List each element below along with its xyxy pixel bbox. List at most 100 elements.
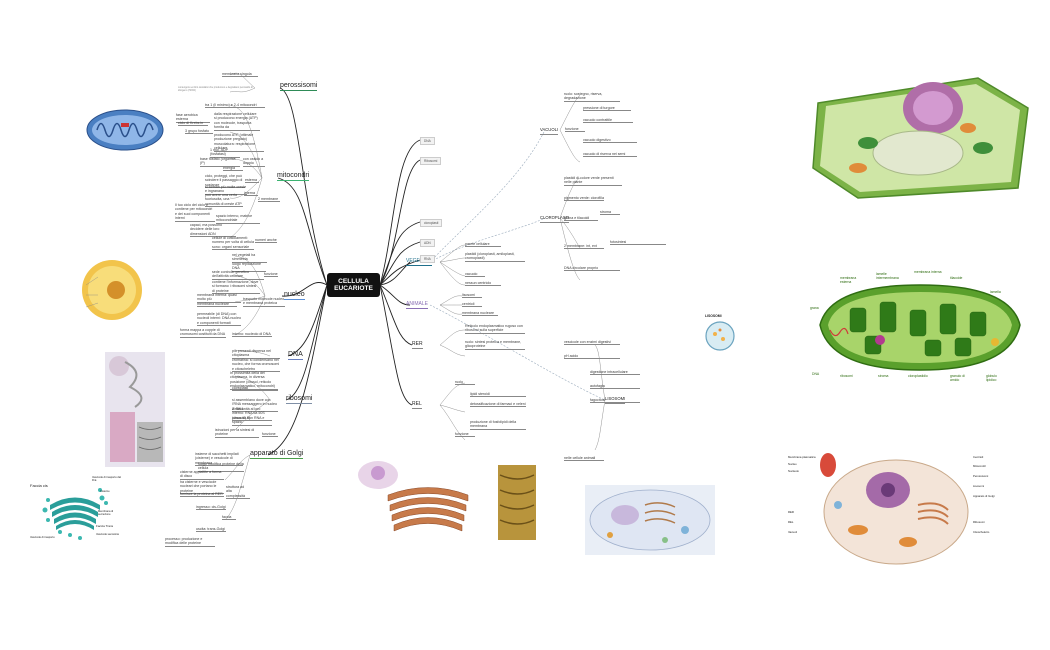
vacuoli-item: funzione [565,127,585,133]
golgi-item: processo: produzione e modifica delle pr… [165,537,215,547]
vegetale-item: nessun centriolo [465,281,501,287]
animale-item: lisosomi [462,293,482,299]
branch-vegetale[interactable]: VEGETALE [406,257,433,266]
animal-label: Nucleolo [788,469,799,473]
cell-transport-illustration [585,485,715,555]
ribosomi-item: istruzioni per la sintesi di proteine [215,428,259,438]
animal-label: Lisosomi [973,484,985,488]
mitocondri-item: numeri anche [255,238,277,244]
branch-mitocondri[interactable]: mitocondri [277,172,310,181]
chloro-label: globulo lipidico [986,374,997,383]
mitocondri-item: si forman più molte creste e ingranano [205,185,247,195]
perossisomi-item: contengono enzimi ossidativi che produco… [178,86,253,92]
cloroplasti-item: pigmento verde: clorofilla [564,196,604,202]
center-line1: CELLULA [338,277,369,285]
animale-item: centrioli [462,302,482,308]
dna-item: cromatina: si condensano nel nucleo, che… [232,358,280,373]
lisosomi-item: pH acido [564,354,620,360]
chloro-label: ribosomi [840,374,853,378]
golgi-item: fornisce la proteina al RER [180,492,224,498]
chloro-label: lamella [990,290,1001,294]
lisosomi-item: digestione intracellulare [590,370,640,376]
rel-item: detossificazione di farmaci e veleni [470,402,526,408]
lisosomi-item: vescicole con enzimi digestivi [564,340,620,346]
branch-dna[interactable]: DNA [288,351,303,360]
branch-ribosomi[interactable]: ribosomi [286,395,313,404]
animal-label: Centrioli [973,455,984,459]
chloro-label: membrana interna [914,270,942,274]
mitocondri-item: base fosfato (organica (P) [200,157,240,167]
nucleus-illustration [78,255,143,325]
animal-label: REL [788,520,794,524]
chloro-label: stroma [878,374,889,378]
cloroplasti-item: stroma [600,210,620,216]
mitocondri-item: energia [223,166,243,172]
lisosomi-item: autofagia [590,384,640,390]
er-micrograph-illustration [105,352,165,467]
branch-golgi[interactable]: apparato di Golgi [250,450,304,459]
vacuoli-item: pressione di turgore [583,106,631,112]
golgi-item: struttura ad alta complessità [226,485,250,500]
mitocondri-item: 3 grupo fosfato [185,129,213,135]
cloroplasti-item: plastidi di colore verde presenti nelle … [564,176,622,186]
branch-animale[interactable]: ANIMALE [406,301,428,309]
cloroplasti-item: DNA circolare proprio [564,266,620,272]
vacuoli-item: vacuolo contrattile [583,118,633,124]
golgi-item: uscita: trans-Golgi [196,527,226,533]
ribosomi-item: In prossimità della del citoplasma, in d… [230,371,278,390]
mitocondri-item: dalla respirazione cellulare si producon… [214,112,260,131]
branch-perossisomi[interactable]: perossisomi [280,82,318,91]
nucleo-item: luogo replicazione DNA [232,262,266,272]
mitocondri-item: spazio interno, matrice mitocondriale [216,214,260,224]
golgi-item: cisterne appiattite a forma di disco [180,470,224,480]
animal-label: Nucleo [788,462,797,466]
nucleo-item: sede controllo genetico dell'attività ce… [212,270,264,280]
branch-rel[interactable]: REL [412,401,422,409]
vegetale-item: vacuolo [465,272,485,278]
mitocondri-item: interna [244,191,258,197]
golgi-item: ingresso: cis-Golgi [196,505,226,511]
rel-item: ruolo [455,380,475,386]
vacuoli-item: vacuolo di riserva nei semi [583,152,637,158]
note-box[interactable]: Ribosomi [420,157,442,165]
perossisomi-item: membrana singola [222,72,258,78]
animal-label: Mitocondri [973,464,986,468]
branch-cloroplasti[interactable]: CLOROPLASTI [540,214,570,223]
mitocondri-item: cellule di collocamenti: numero per volt… [212,236,254,251]
note-box[interactable]: RNA [420,255,435,263]
chloro-label: cloroplastidio [908,374,928,378]
ribosomi-item: funzione [262,432,278,438]
branch-rer[interactable]: RER [412,341,423,349]
branch-lisosomi[interactable]: LISOSOMI [605,395,626,404]
mitocondri-item: 2 membrane [258,197,280,203]
note-box[interactable]: ADN [420,239,435,247]
dna-item: più presenti dispersa nel citoplasma [232,349,280,359]
chloro-label: lamelle intermembrana [876,272,899,281]
animal-label: RER [788,510,794,514]
rel-item: lipidi steroidi [470,392,526,398]
note-box[interactable]: cloroplasti [420,219,443,227]
mitocondri-item: ciclo di Krebs in [178,121,208,127]
nucleo-item: contiene l'informazione, dove si formano… [212,280,260,295]
mitocondri-item: fase aerobica esterna [176,113,210,123]
golgi-item: ha cisterne e vescicole nucleari che por… [180,480,224,495]
golgi-item: faccia [222,515,236,521]
branch-vacuoli[interactable]: VACUOLI [540,126,559,135]
golgi-label: Vescicole di trasporto dal R.E. [92,476,121,482]
animal-label: Perossisomi [973,474,989,478]
nucleo-item: intorno: nucleolo di DNA [232,332,272,338]
note-box[interactable]: DNA [420,137,435,145]
mitochondrion-illustration [85,105,165,155]
branch-nucleo[interactable]: nucleo [284,291,305,300]
animal-label: Ribosomi [973,520,985,524]
mitocondri-item: tra 1 (il minimo) e 2-4 mitocondri [205,103,265,109]
ribosomi-item: si assemblano dove con l'RNA messaggero … [232,398,278,413]
nucleo-item: membrana interna: quasi molto più [197,293,241,303]
mitocondri-item: con ossido a doppio [243,157,265,167]
vacuoli-item: vacuolo digestivo [583,138,637,144]
cloroplasti-item: 2 membrane: int, ext [564,244,604,250]
animal-label: Citoscheletro [973,530,990,534]
golgi-label: Vescicole di trasporto [30,536,55,539]
